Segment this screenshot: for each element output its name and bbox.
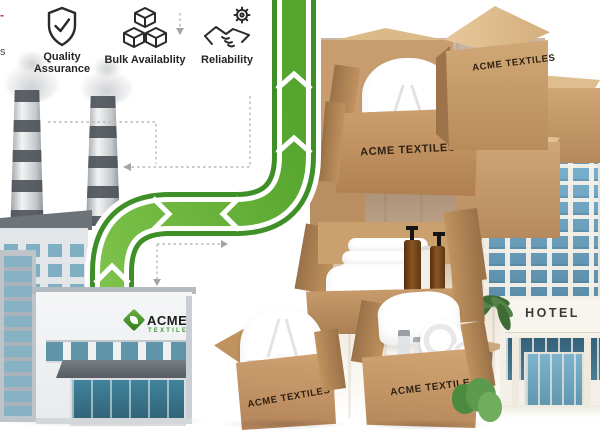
dashed-elbow-factory xyxy=(48,121,157,164)
edge-fragment-letter: s xyxy=(0,46,6,58)
factory-sign-brand: ACME xyxy=(147,313,188,328)
ribbon-chevron-up xyxy=(93,262,131,285)
arrowhead-right xyxy=(221,240,228,248)
feature-reliability: Reliability xyxy=(194,6,260,67)
smoke-puff xyxy=(18,52,46,72)
office-entrance-canopy xyxy=(56,360,192,378)
white-amenity-bottle xyxy=(421,250,432,296)
feature-label: Reliability xyxy=(201,54,253,66)
arrowhead-down xyxy=(176,28,184,35)
amber-amenity-bottle xyxy=(404,240,421,298)
ribbon-chevron-up xyxy=(275,70,313,91)
dashed-elbow-bottom xyxy=(156,243,221,279)
ribbon-chevron-right xyxy=(151,196,173,232)
handshake-gear-icon xyxy=(204,6,251,48)
hotel-ground xyxy=(478,405,600,418)
acme-logo-leaf-icon xyxy=(130,316,138,324)
feature-label-line: Quality xyxy=(43,51,81,63)
shield-check-icon xyxy=(47,6,77,47)
feature-label: Bulk Availablity xyxy=(104,54,186,66)
feature-label-line: Assurance xyxy=(33,62,91,75)
office-window-strip xyxy=(46,340,188,363)
box-shadow xyxy=(360,420,490,430)
arrowhead-down xyxy=(153,279,161,286)
arrowhead-left xyxy=(123,163,131,171)
smoke-puff xyxy=(94,58,120,76)
office-base xyxy=(36,418,192,424)
bottle-pump-spout xyxy=(433,232,445,236)
office-roof-trim xyxy=(32,287,196,294)
bottle-pump xyxy=(410,226,414,242)
hotel-sign: HOTEL xyxy=(525,306,580,320)
box-side-face xyxy=(436,46,450,146)
edge-fragment-dash: - xyxy=(0,8,4,22)
office-side-tower-windows xyxy=(4,256,32,416)
hotel-entrance-column xyxy=(584,338,591,412)
ribbon-chevron-up xyxy=(275,134,313,155)
feature-quality-assurance: Quality Assurance xyxy=(32,6,92,75)
dashed-arrow-left xyxy=(131,96,251,168)
feature-bulk-availability: Bulk Availablity xyxy=(99,6,191,67)
stacked-boxes-icon xyxy=(123,7,167,48)
bottle-pump-spout xyxy=(406,226,418,230)
clear-amenity-bottle xyxy=(413,342,423,364)
factory-sign-sub: TEXTILES xyxy=(148,328,195,334)
hotel-entrance-column xyxy=(512,338,519,412)
amber-amenity-bottle xyxy=(430,246,445,298)
office-corner-trim xyxy=(186,296,192,422)
box-shadow xyxy=(220,418,350,430)
bottle-pump xyxy=(437,232,441,248)
box-front-face xyxy=(446,40,548,150)
plant-leaves xyxy=(478,392,502,422)
ribbon-fill xyxy=(100,0,306,312)
hotel-sign-band xyxy=(505,300,600,333)
office-entrance-glass xyxy=(70,378,186,426)
ribbon-chevron-left xyxy=(219,196,241,232)
